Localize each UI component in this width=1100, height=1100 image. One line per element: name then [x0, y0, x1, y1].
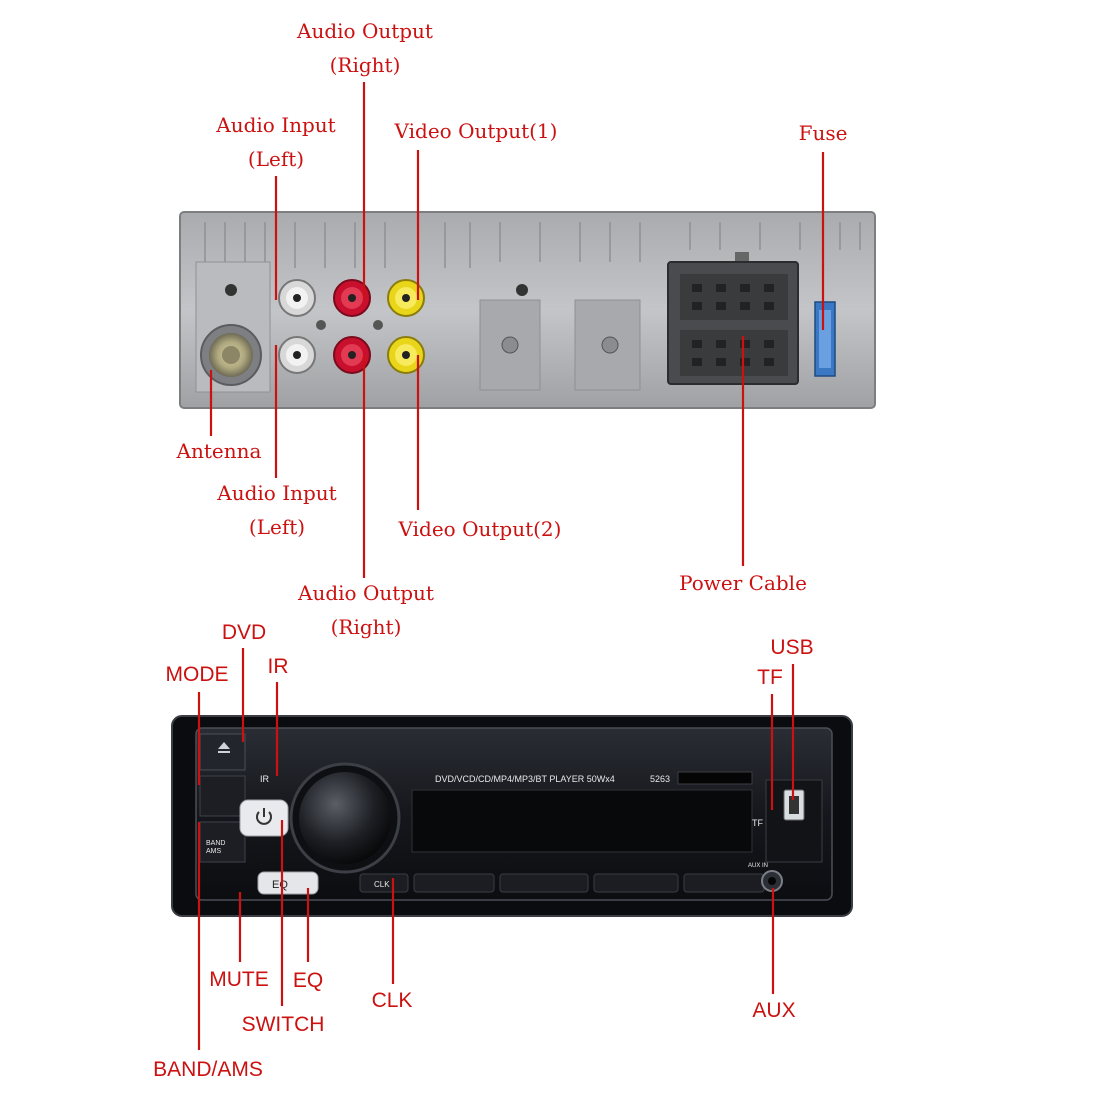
panel-model-line: DVD/VCD/CD/MP4/MP3/BT PLAYER 50Wx4 [435, 774, 615, 784]
aux-jack[interactable] [761, 870, 783, 892]
label-aux: AUX [752, 999, 795, 1022]
label-video-output-1: Video Output(1) [394, 119, 558, 143]
label-antenna: Antenna [176, 439, 262, 463]
panel-eq-text: EQ [272, 879, 288, 891]
leader-lines [197, 82, 825, 1050]
label-audio-output-bottom-line2: (Right) [331, 615, 402, 639]
label-mode: MODE [166, 663, 229, 686]
eq-button[interactable]: EQ [257, 871, 319, 895]
panel-clk-text: CLK [374, 880, 390, 889]
rca-audio-right-bottom [333, 336, 371, 374]
panel-tf-text: TF [752, 818, 763, 828]
power-connector [667, 252, 799, 385]
panel-ir-text: IR [260, 774, 270, 784]
eject-icon[interactable] [218, 742, 230, 753]
label-audio-output-top-line1: Audio Output [296, 19, 433, 43]
rca-video-bottom [387, 336, 425, 374]
label-audio-input-bottom-line1: Audio Input [216, 481, 336, 505]
label-usb: USB [770, 636, 813, 659]
label-mute: MUTE [209, 968, 269, 991]
front-labels: DVD MODE IR USB TF MUTE EQ CLK AUX SWITC… [153, 621, 813, 1081]
panel-aux-in-text: AUX IN [748, 863, 768, 869]
rca-video-top [387, 279, 425, 317]
label-audio-input-top-line2: (Left) [248, 147, 304, 171]
heatsink-fins [204, 222, 861, 268]
label-audio-input-top-line1: Audio Input [215, 113, 335, 137]
label-audio-input-bottom-line2: (Left) [249, 515, 305, 539]
panel-model-number: 5263 [650, 774, 670, 784]
label-audio-output-bottom-line1: Audio Output [297, 581, 434, 605]
preset-buttons[interactable] [359, 873, 765, 893]
label-power-cable: Power Cable [679, 571, 807, 595]
volume-knob[interactable] [289, 762, 401, 874]
fuse [814, 301, 836, 377]
power-icon [256, 808, 272, 825]
panel-ams-text: AMS [206, 848, 222, 855]
antenna-socket [200, 324, 262, 386]
label-clk: CLK [372, 989, 413, 1012]
label-video-output-2: Video Output(2) [398, 517, 562, 541]
label-dvd: DVD [222, 621, 266, 644]
label-fuse: Fuse [799, 121, 848, 145]
panel-band-text: BAND [206, 840, 225, 847]
label-ir: IR [268, 655, 289, 678]
power-button[interactable] [239, 799, 289, 837]
rear-labels: Audio Output (Right) Audio Input (Left) … [176, 19, 848, 639]
label-eq: EQ [293, 969, 323, 992]
front-panel: BAND AMS IR EQ DVD/VCD/CD/MP4/MP3/BT PLA… [171, 715, 853, 917]
label-band-ams: BAND/AMS [153, 1058, 263, 1081]
label-tf: TF [757, 666, 783, 689]
rca-audio-left-top [278, 279, 316, 317]
rca-audio-left-bottom [278, 336, 316, 374]
rear-panel [179, 211, 876, 409]
label-audio-output-top-line2: (Right) [330, 53, 401, 77]
rca-audio-right-top [333, 279, 371, 317]
label-switch: SWITCH [242, 1013, 325, 1036]
